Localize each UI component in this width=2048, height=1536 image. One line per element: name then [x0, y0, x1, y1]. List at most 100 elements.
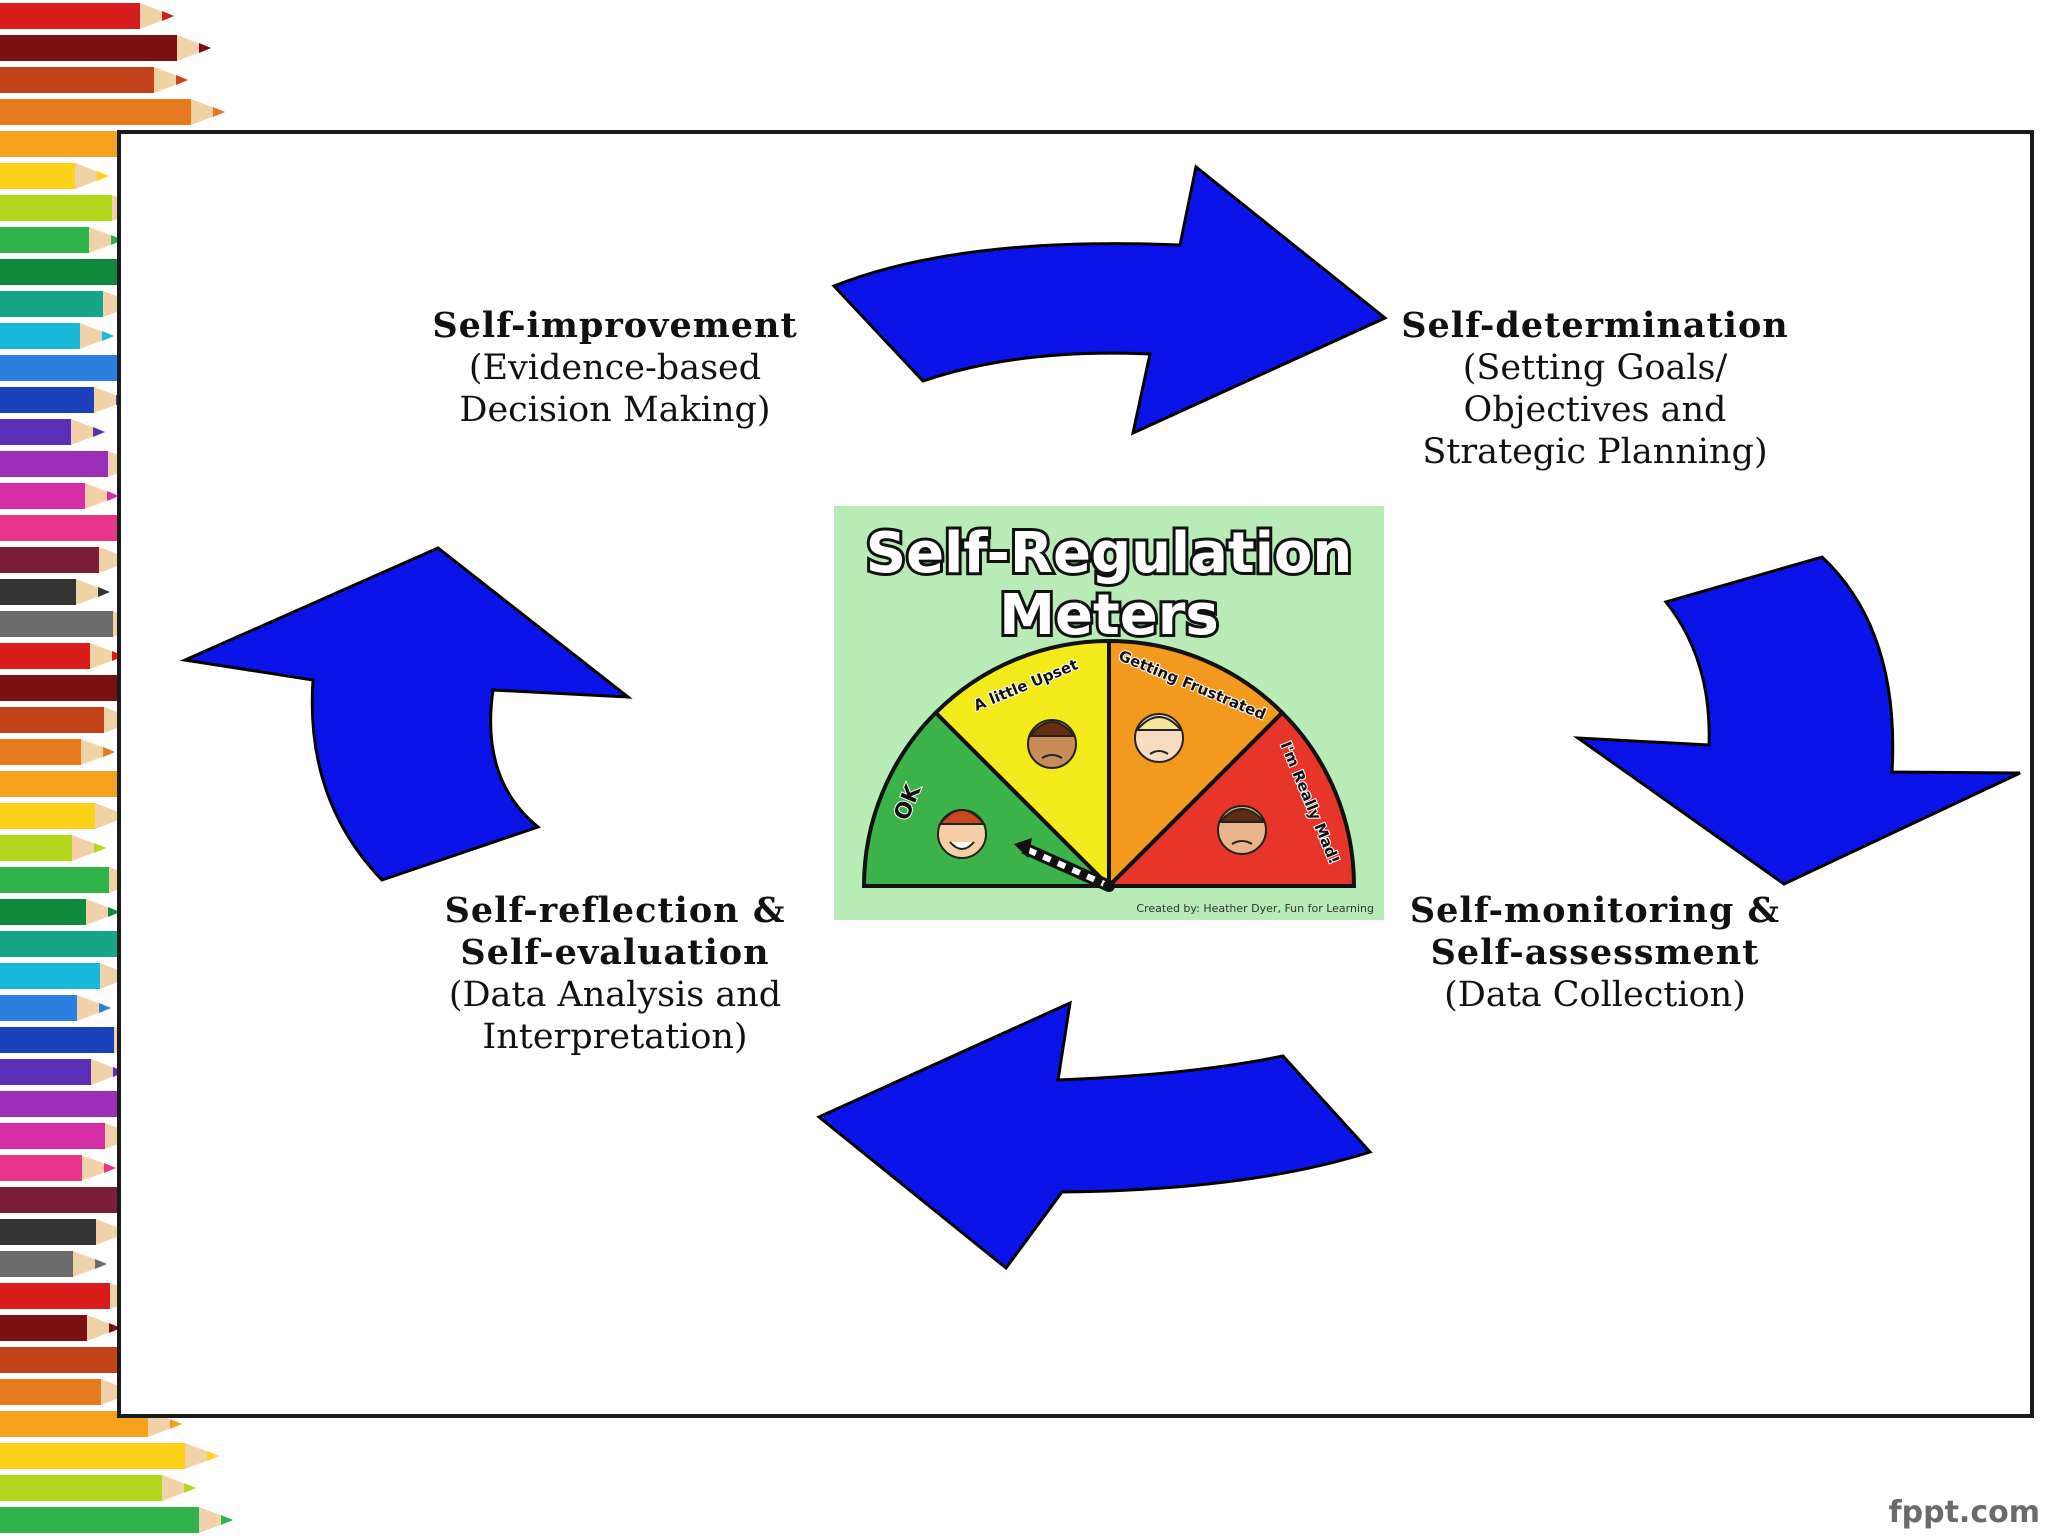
- pencil-tip-icon: [154, 67, 188, 93]
- stage-title-line: Self-reflection &: [444, 890, 786, 931]
- pencil-tip-icon: [191, 99, 225, 125]
- pencil-lead: [99, 1003, 111, 1013]
- pencil-lead: [97, 171, 109, 181]
- pencil-body: [0, 227, 89, 253]
- pencil-body: [0, 675, 127, 701]
- pencil-body: [0, 259, 126, 285]
- pencil-tip-icon: [162, 1475, 196, 1501]
- stage-description-line: Decision Making): [459, 390, 771, 430]
- pencil-body: [0, 1027, 114, 1053]
- meter-segment: [932, 638, 1111, 891]
- pencil-body: [0, 1059, 91, 1085]
- pencil-body: [0, 643, 90, 669]
- pencil-body: [0, 547, 99, 573]
- pencil-body: [0, 483, 85, 509]
- pencil-tip-icon: [185, 1443, 219, 1469]
- pencil-tip-icon: [96, 1219, 130, 1245]
- pencil-lead: [162, 11, 174, 21]
- pencil-tip-icon: [81, 739, 115, 765]
- pencil-body: [0, 1507, 199, 1533]
- arrow-left-icon: [816, 1000, 1373, 1271]
- pencil-body: [0, 1123, 105, 1149]
- pencil-body: [0, 1251, 73, 1277]
- stage-description-line: Interpretation): [482, 1017, 748, 1057]
- pencil-lead: [107, 491, 119, 501]
- pencil-body: [0, 1443, 185, 1469]
- pencil-tip-icon: [76, 579, 110, 605]
- pencil-body: [0, 1315, 87, 1341]
- pencil-lead: [199, 43, 211, 53]
- pencil-body: [0, 835, 72, 861]
- pencil-body: [0, 291, 103, 317]
- pencil-tip-icon: [95, 803, 129, 829]
- stage-description-line: Strategic Planning): [1422, 432, 1768, 472]
- arrow-down-icon: [1572, 555, 2021, 886]
- pencil-body: [0, 35, 177, 61]
- pencil-body: [0, 67, 154, 93]
- pencil-lead: [109, 1323, 121, 1333]
- face-frustrated-icon: [1134, 713, 1184, 763]
- pencil-body: [0, 1347, 124, 1373]
- pencil-lead: [170, 1419, 182, 1429]
- pencil-body: [0, 1219, 96, 1245]
- stage-description-line: (Data Collection): [1444, 975, 1746, 1015]
- stage-title-line: Self-monitoring &: [1409, 890, 1781, 931]
- pencil-body: [0, 163, 75, 189]
- pencil-body: [0, 3, 140, 29]
- pencil-body: [0, 1475, 162, 1501]
- stage-self-improvement: Self-improvement (Evidence-based Decisio…: [380, 305, 850, 431]
- pencil-tip-icon: [94, 387, 128, 413]
- stage-title: Self-determination: [1401, 305, 1789, 346]
- pencil-lead: [104, 1163, 116, 1173]
- pencil-lead: [102, 331, 114, 341]
- pencil-tip-icon: [91, 1059, 125, 1085]
- stage-title-line: Self-evaluation: [460, 932, 770, 973]
- pencil-tip-icon: [72, 835, 106, 861]
- stage-self-reflection: Self-reflection & Self-evaluation (Data …: [380, 890, 850, 1058]
- face-ok-icon: [937, 809, 987, 859]
- stage-description-line: (Setting Goals/: [1462, 348, 1728, 388]
- pencil-body: [0, 707, 104, 733]
- pencil-body: [0, 579, 76, 605]
- pencil-lead: [98, 587, 110, 597]
- pencil-tip-icon: [85, 483, 119, 509]
- pencil-tip-icon: [177, 35, 211, 61]
- pencil-body: [0, 323, 80, 349]
- pencil-body: [0, 451, 108, 477]
- stage-description-line: (Evidence-based: [468, 348, 762, 388]
- face-mad-icon: [1217, 805, 1267, 855]
- pencil-tip-icon: [75, 163, 109, 189]
- watermark: fppt.com: [1888, 1495, 2040, 1530]
- pencil-tip-icon: [90, 643, 124, 669]
- stage-self-determination: Self-determination (Setting Goals/ Objec…: [1355, 305, 1835, 473]
- meter-segment: [861, 709, 1114, 888]
- pencil-body: [0, 899, 86, 925]
- pencil-lead: [176, 75, 188, 85]
- pencil-tip-icon: [86, 899, 120, 925]
- pencil-lead: [207, 1451, 219, 1461]
- meter-title-line-2: Meters: [999, 583, 1218, 648]
- pencil-tip-icon: [73, 1251, 107, 1277]
- pencil-tip-icon: [77, 995, 111, 1021]
- arrow-up-icon: [179, 546, 633, 882]
- pencil-lead: [94, 843, 106, 853]
- meter-credit: Created by: Heather Dyer, Fun for Learni…: [1136, 902, 1374, 915]
- pencil-body: [0, 1091, 128, 1117]
- pencil-lead: [108, 907, 120, 917]
- meter-needle: [1014, 838, 1115, 892]
- pencil-body: [0, 419, 71, 445]
- pencil-tip-icon: [80, 323, 114, 349]
- pencil-body: [0, 803, 95, 829]
- pencil-body: [0, 387, 94, 413]
- pencil-body: [0, 931, 123, 957]
- pencil-body: [0, 1379, 101, 1405]
- stage-title-line: Self-assessment: [1430, 932, 1760, 973]
- pencil-tip-icon: [87, 1315, 121, 1341]
- stage-self-monitoring: Self-monitoring & Self-assessment (Data …: [1355, 890, 1835, 1016]
- stage-title: Self-improvement: [432, 305, 798, 346]
- arrow-right-icon: [831, 164, 1388, 436]
- pencil-tip-icon: [71, 419, 105, 445]
- pencil-lead: [103, 747, 115, 757]
